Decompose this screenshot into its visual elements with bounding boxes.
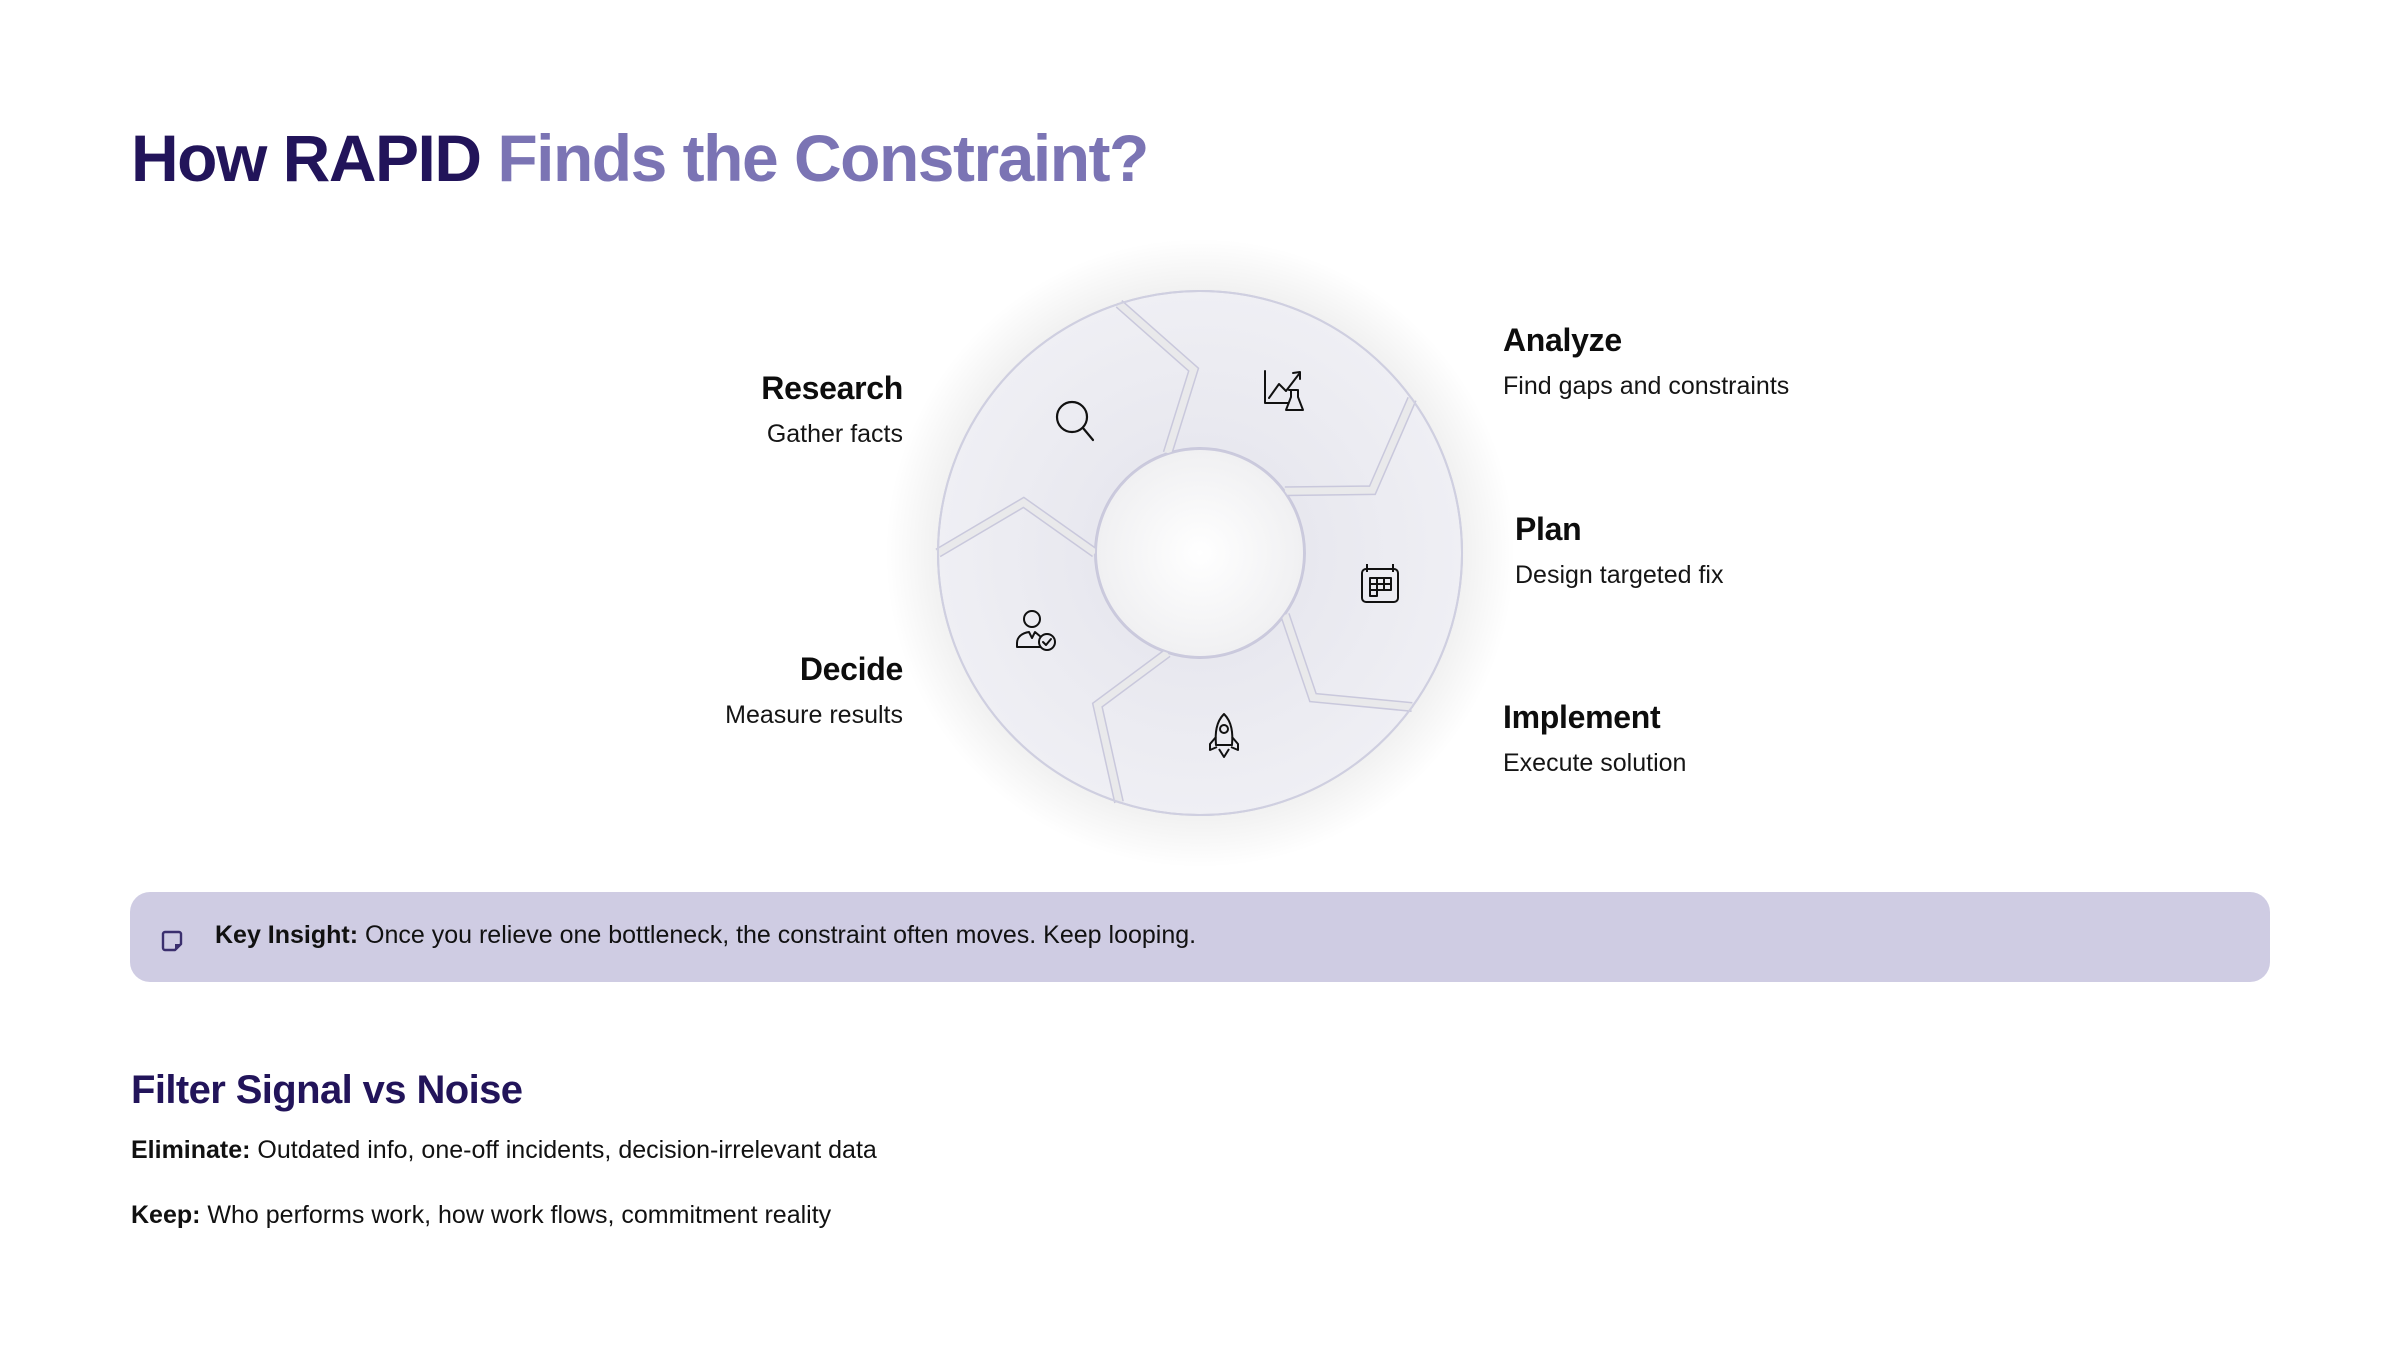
step-research: Research Gather facts <box>761 368 903 451</box>
filter-eliminate-text: Outdated info, one-off incidents, decisi… <box>250 1136 877 1164</box>
step-implement-name: Implement <box>1503 699 1661 735</box>
step-research-name: Research <box>761 370 903 406</box>
step-plan-name: Plan <box>1515 511 1582 547</box>
step-analyze: Analyze Find gaps and constraints <box>1503 320 1789 403</box>
step-plan: Plan Design targeted fix <box>1515 509 1723 592</box>
key-insight-text: Key Insight: Once you relieve one bottle… <box>215 918 1196 952</box>
sticky-note-icon <box>161 930 183 952</box>
key-insight-callout: Key Insight: Once you relieve one bottle… <box>130 892 2270 982</box>
step-analyze-name: Analyze <box>1503 322 1622 358</box>
filter-section-title: Filter Signal vs Noise <box>131 1068 523 1112</box>
key-insight-body: Once you relieve one bottleneck, the con… <box>358 921 1197 949</box>
step-analyze-desc: Find gaps and constraints <box>1503 372 1790 400</box>
filter-eliminate: Eliminate: Outdated info, one-off incide… <box>131 1133 877 1167</box>
segment-research[interactable] <box>936 302 1195 555</box>
filter-keep-text: Who performs work, how work flows, commi… <box>200 1201 832 1229</box>
title-primary: How RAPID <box>131 121 482 195</box>
step-implement-desc: Execute solution <box>1503 749 1687 777</box>
filter-keep-label: Keep: <box>131 1201 201 1229</box>
page-title: How RAPID Finds the Constraint? <box>131 118 1149 198</box>
filter-keep: Keep: Who performs work, how work flows,… <box>131 1198 831 1232</box>
step-research-desc: Gather facts <box>766 420 903 448</box>
step-plan-desc: Design targeted fix <box>1515 561 1724 589</box>
filter-eliminate-label: Eliminate: <box>131 1136 251 1164</box>
step-decide-name: Decide <box>799 651 903 687</box>
step-decide-desc: Measure results <box>725 701 903 729</box>
center-circle <box>1095 448 1305 658</box>
key-insight-label: Key Insight: <box>215 921 359 949</box>
step-decide: Decide Measure results <box>725 649 903 732</box>
title-accent: Finds the Constraint? <box>497 121 1149 195</box>
step-implement: Implement Execute solution <box>1503 697 1686 780</box>
